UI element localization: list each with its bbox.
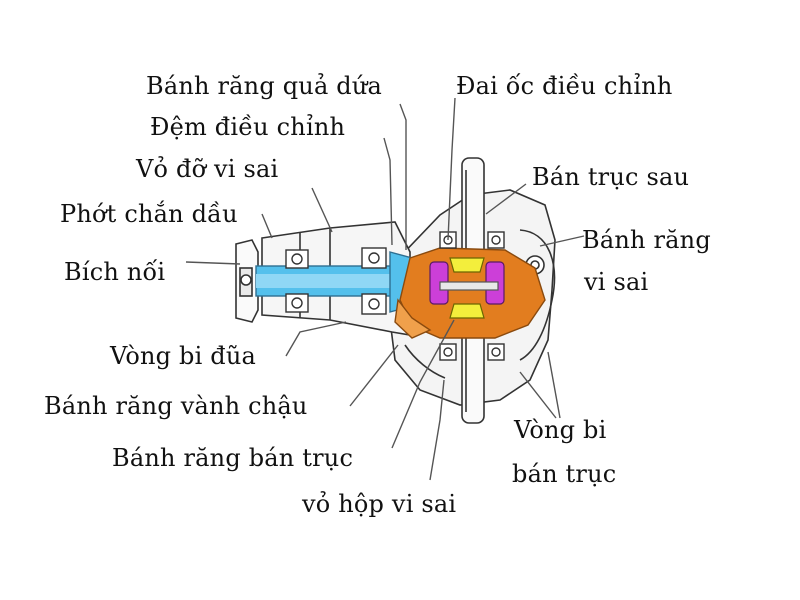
companion-flange-shape <box>235 239 259 323</box>
label-companion-flange: Bích nối <box>64 258 166 286</box>
pinion-bearings <box>285 247 387 315</box>
label-pinion-gear: Bánh răng quả dứa <box>146 72 383 100</box>
label-roller-bearing: Vòng bi đũa <box>110 342 257 370</box>
label-axle-bearing-line1: Vòng bi <box>514 416 607 444</box>
axle-bearings <box>439 231 505 361</box>
label-rear-axle-shaft: Bán trục sau <box>532 163 690 191</box>
label-side-gear: Bánh răng bán trục <box>112 444 354 472</box>
spider-gears <box>429 261 505 305</box>
side-gears <box>449 257 485 319</box>
label-diff-gear-line2: vi sai <box>584 268 649 296</box>
label-diff-case: vỏ hộp vi sai <box>302 490 457 518</box>
label-oil-seal: Phớt chắn dầu <box>60 200 238 228</box>
label-diff-gear-line1: Bánh răng <box>582 226 711 254</box>
label-ring-gear: Bánh răng vành chậu <box>44 392 308 420</box>
label-axle-bearing-line2: bán trục <box>512 460 617 488</box>
leader-lines <box>185 97 585 481</box>
label-adjusting-nut: Đai ốc điều chỉnh <box>456 72 673 100</box>
label-adjusting-shim: Đệm điều chỉnh <box>150 113 346 141</box>
label-diff-carrier: Vỏ đỡ vi sai <box>136 155 279 183</box>
